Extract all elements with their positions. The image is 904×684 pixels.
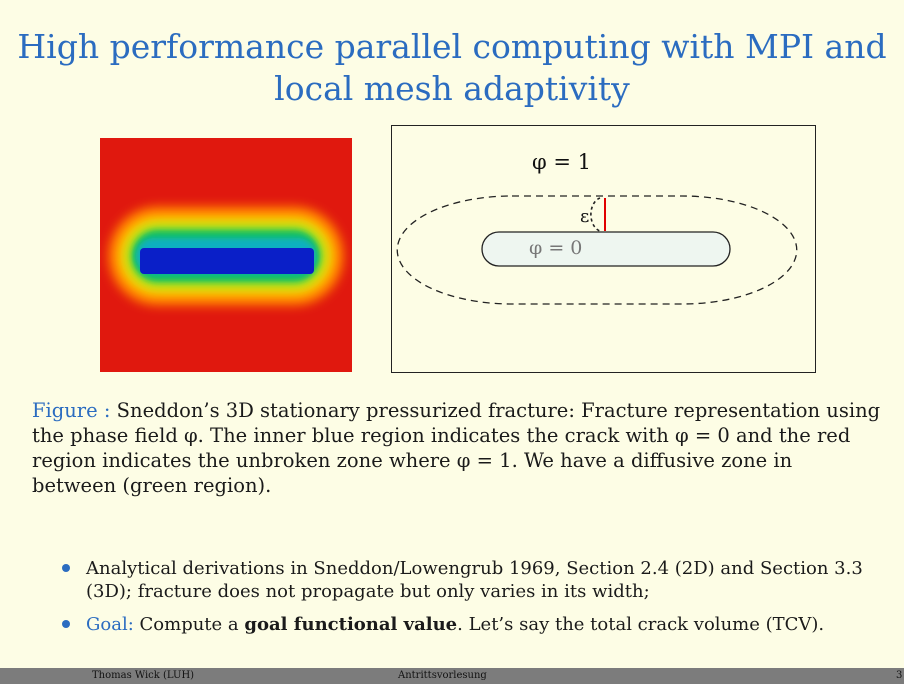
bullet-item: Analytical derivations in Sneddon/Loweng…: [60, 557, 880, 603]
goal-text-pre: Compute a: [139, 614, 239, 635]
caption-label: Figure :: [32, 399, 111, 422]
eps-arc: [590, 197, 601, 232]
bullet-item: Goal: Compute a goal functional value. L…: [60, 613, 880, 636]
diffusive-zone-boundary: [396, 195, 798, 305]
slide-title-line2: local mesh adaptivity: [274, 69, 630, 108]
figure-caption: Figure : Sneddon’s 3D stationary pressur…: [32, 398, 882, 498]
bullet-list: Analytical derivations in Sneddon/Loweng…: [60, 557, 880, 646]
goal-label: Goal:: [86, 614, 134, 635]
bullet-icon: [62, 620, 70, 628]
label-epsilon: ε: [580, 206, 589, 227]
bullet-icon: [62, 564, 70, 572]
bullet-text: Analytical derivations in Sneddon/Loweng…: [86, 558, 863, 602]
goal-text-post: . Let’s say the total crack volume (TCV)…: [457, 614, 825, 635]
footer-author: Thomas Wick (LUH): [92, 670, 195, 681]
slide-title-line1: High performance parallel computing with…: [17, 27, 887, 66]
phase-field-heatmap: [100, 138, 352, 372]
caption-text: Sneddon’s 3D stationary pressurized frac…: [32, 399, 881, 497]
goal-text-bold: goal functional value: [244, 614, 458, 635]
crack-region: [481, 231, 731, 267]
footer-page-number: 3: [896, 670, 903, 681]
label-phi-zero: φ = 0: [529, 237, 582, 259]
footer-talk-title: Antrittsvorlesung: [398, 670, 487, 681]
crack-schematic: φ = 1 φ = 0 ε: [391, 125, 816, 373]
label-phi-one: φ = 1: [532, 150, 591, 174]
slide-title: High performance parallel computing with…: [0, 26, 904, 110]
footer-bar: Thomas Wick (LUH) Antrittsvorlesung 3: [0, 668, 904, 684]
